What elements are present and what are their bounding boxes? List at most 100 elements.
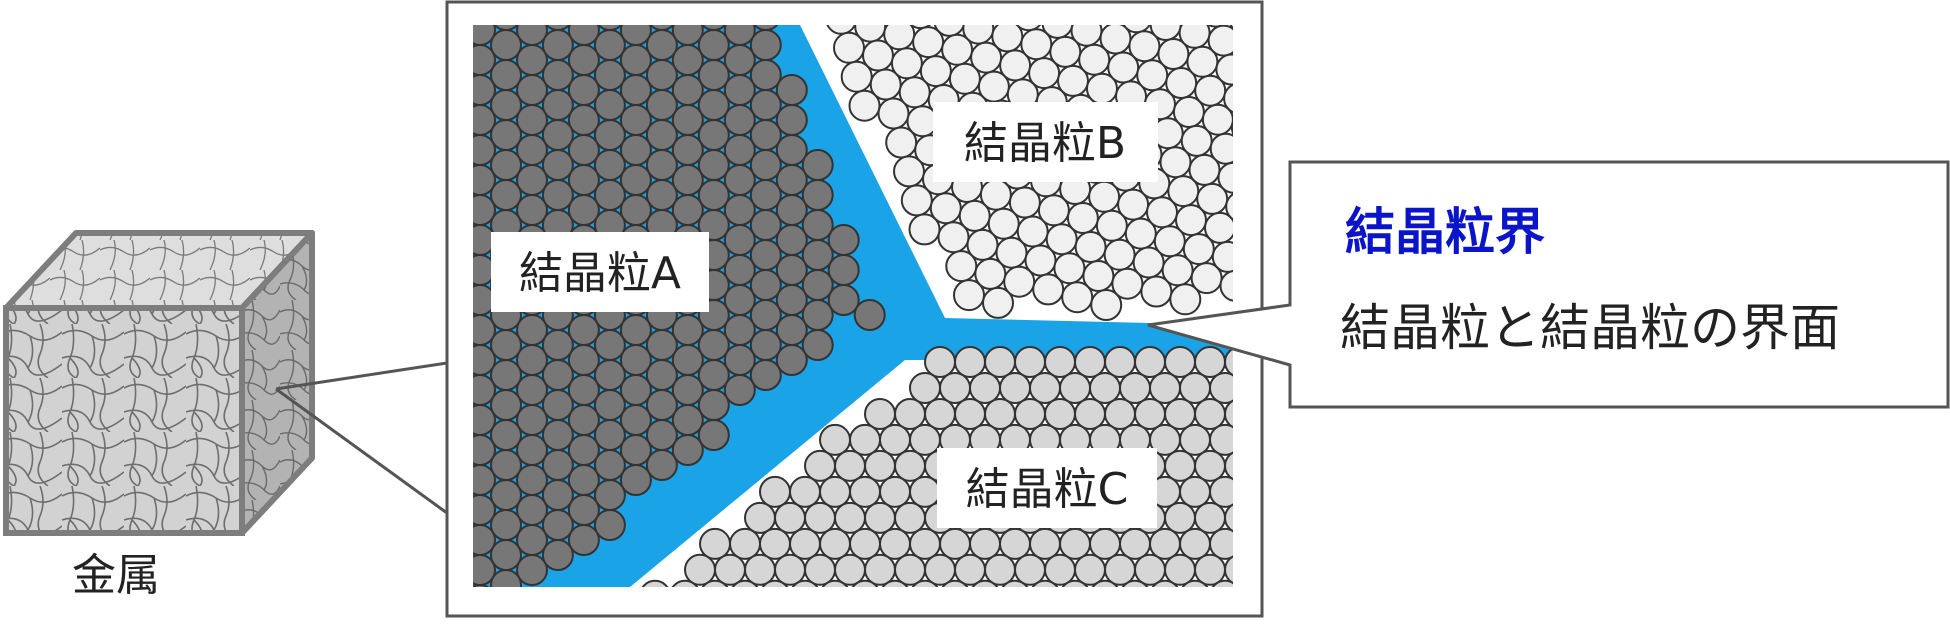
atom <box>1165 503 1195 533</box>
atom <box>760 529 790 559</box>
atom <box>865 451 895 481</box>
atom <box>673 165 703 195</box>
atom <box>803 330 833 360</box>
atom <box>910 529 940 559</box>
atom <box>895 555 925 585</box>
atom <box>517 345 547 375</box>
grain-label-A-text: 結晶粒A <box>519 248 681 299</box>
atom <box>1165 347 1195 377</box>
atom <box>1075 555 1105 585</box>
atom <box>985 555 1015 585</box>
atom <box>685 555 715 585</box>
atom <box>699 420 729 450</box>
atom <box>803 180 833 210</box>
atom <box>725 225 755 255</box>
atom <box>855 300 885 330</box>
atom <box>699 390 729 420</box>
atom <box>1150 529 1180 559</box>
atom <box>673 105 703 135</box>
atom <box>491 330 521 360</box>
atom <box>1195 555 1225 585</box>
atom <box>543 420 573 450</box>
atom <box>491 60 521 90</box>
atom <box>569 45 599 75</box>
atom <box>1015 555 1045 585</box>
atom <box>820 425 850 455</box>
atom <box>775 503 805 533</box>
atom <box>491 480 521 510</box>
atom <box>595 390 625 420</box>
atom <box>517 465 547 495</box>
atom <box>730 529 760 559</box>
atom <box>803 300 833 330</box>
atom <box>699 180 729 210</box>
atom <box>647 180 677 210</box>
atom <box>725 315 755 345</box>
atom <box>725 285 755 315</box>
atom <box>751 210 781 240</box>
atom <box>829 285 859 315</box>
atom <box>751 150 781 180</box>
atom <box>621 105 651 135</box>
callout-box <box>1148 162 1948 407</box>
atom <box>725 75 755 105</box>
atom <box>820 477 850 507</box>
atom <box>777 315 807 345</box>
atom <box>491 90 521 120</box>
atom <box>1195 451 1225 481</box>
atom <box>491 120 521 150</box>
atom <box>543 330 573 360</box>
atom <box>777 225 807 255</box>
atom <box>569 75 599 105</box>
atom <box>699 150 729 180</box>
atom <box>647 390 677 420</box>
metal-label: 金属 <box>72 550 160 601</box>
atom <box>491 30 521 60</box>
atom <box>595 330 625 360</box>
atom <box>1105 555 1135 585</box>
atom <box>751 30 781 60</box>
atom <box>517 195 547 225</box>
atom <box>803 270 833 300</box>
atom <box>803 150 833 180</box>
atom <box>621 195 651 225</box>
atom <box>850 425 880 455</box>
atom <box>777 105 807 135</box>
atom <box>491 420 521 450</box>
atom <box>543 180 573 210</box>
atom <box>595 90 625 120</box>
atom <box>569 195 599 225</box>
atom <box>805 555 835 585</box>
atom <box>595 120 625 150</box>
atom <box>751 330 781 360</box>
atom <box>1135 555 1165 585</box>
atom <box>725 135 755 165</box>
atom <box>595 480 625 510</box>
atom <box>955 399 985 429</box>
atom <box>1120 529 1150 559</box>
atom <box>790 477 820 507</box>
atom <box>569 465 599 495</box>
atom <box>595 60 625 90</box>
atom <box>491 390 521 420</box>
atom <box>517 75 547 105</box>
atom <box>700 529 730 559</box>
atom <box>517 165 547 195</box>
atom <box>925 347 955 377</box>
atom <box>1015 347 1045 377</box>
atom <box>569 525 599 555</box>
atom <box>940 529 970 559</box>
atom <box>1015 399 1045 429</box>
atom <box>725 255 755 285</box>
atom <box>569 105 599 135</box>
cube-front-face <box>6 308 242 533</box>
atom <box>673 75 703 105</box>
callout-title: 結晶粒界 <box>1345 203 1545 261</box>
atom <box>777 285 807 315</box>
atom <box>543 390 573 420</box>
atom <box>699 120 729 150</box>
atom <box>543 450 573 480</box>
atom <box>673 405 703 435</box>
atom <box>569 375 599 405</box>
atom <box>775 555 805 585</box>
